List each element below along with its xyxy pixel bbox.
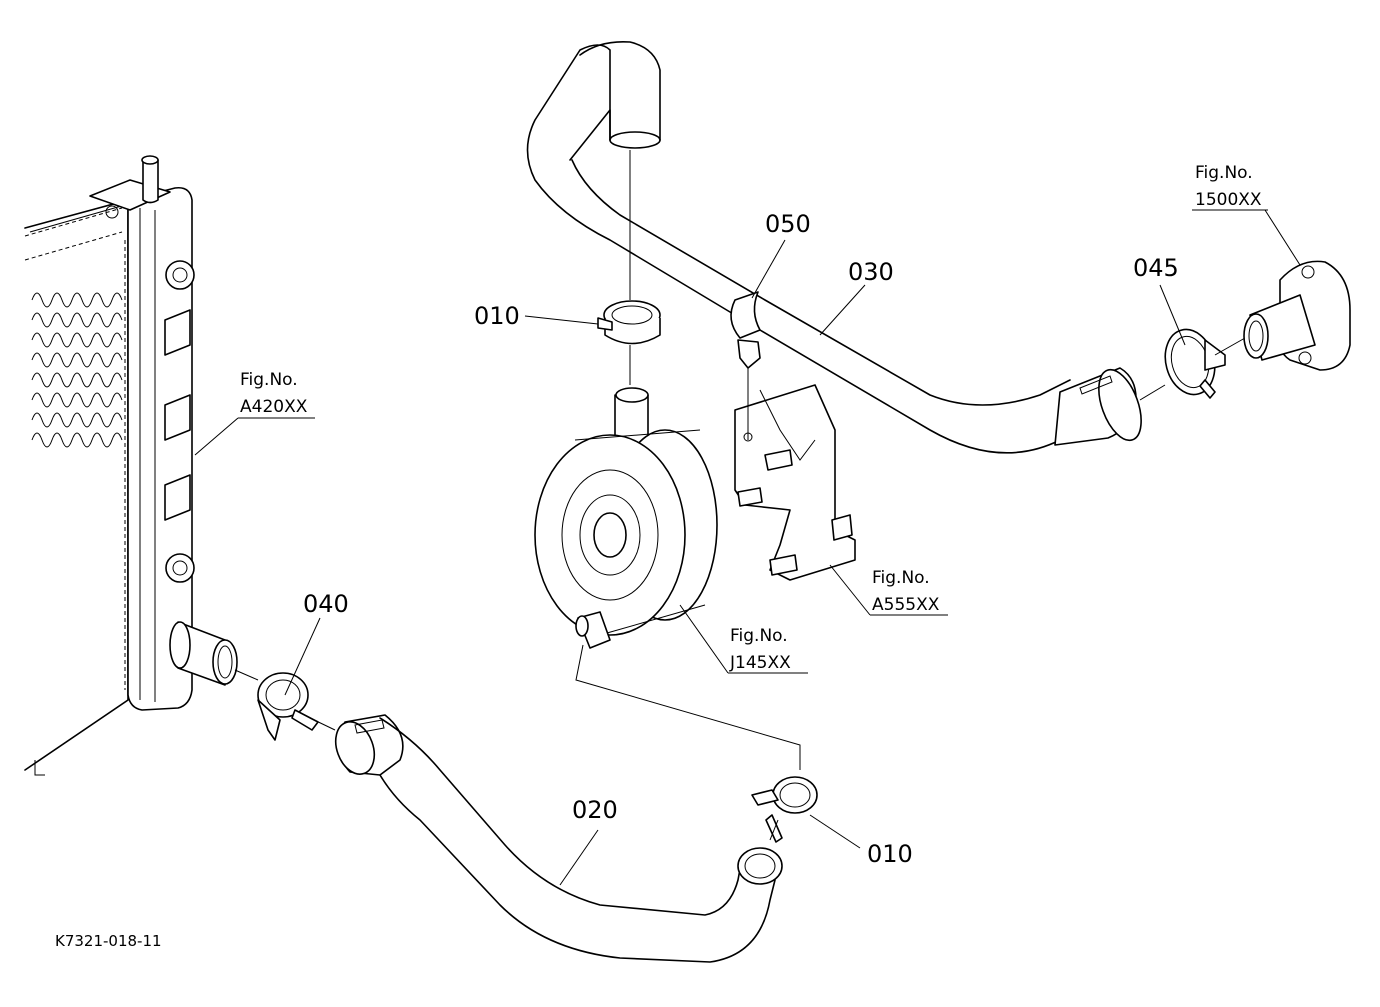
part-label-010-bottom: 010 — [867, 840, 913, 868]
fig-ref-a420-title: Fig.No. — [240, 370, 298, 390]
bracket — [734, 339, 856, 581]
clamp-010-top — [597, 300, 661, 345]
fig-ref-a555-title: Fig.No. — [872, 568, 930, 588]
drawing-code: K7321-018-11 — [55, 932, 162, 950]
center-line-bottom — [769, 819, 779, 841]
clamp-045 — [1164, 328, 1226, 399]
fig-ref-a555-number: A555XX — [872, 595, 940, 615]
fig-ref-a420-number: A420XX — [240, 397, 308, 417]
radiator — [24, 155, 238, 776]
hose-030 — [526, 40, 1142, 454]
part-label-030: 030 — [848, 258, 894, 286]
hose-020 — [334, 714, 783, 963]
part-label-040: 040 — [303, 590, 349, 618]
fig-ref-1500-number: 1500XX — [1195, 190, 1262, 210]
center-line-right — [1139, 337, 1246, 401]
flange-1500 — [1243, 260, 1351, 371]
oil-cooler — [534, 387, 801, 770]
fig-ref-j145-title: Fig.No. — [730, 626, 788, 646]
center-line-left — [234, 669, 336, 731]
leader-lines — [194, 209, 1301, 886]
part-label-045: 045 — [1133, 254, 1179, 282]
part-label-050: 050 — [765, 210, 811, 238]
clamp-040 — [257, 672, 319, 741]
clamp-010-bottom — [751, 776, 818, 843]
part-label-010-top: 010 — [474, 302, 520, 330]
part-label-020: 020 — [572, 796, 618, 824]
fig-ref-j145-number: J145XX — [729, 653, 791, 673]
fig-ref-1500-title: Fig.No. — [1195, 163, 1253, 183]
